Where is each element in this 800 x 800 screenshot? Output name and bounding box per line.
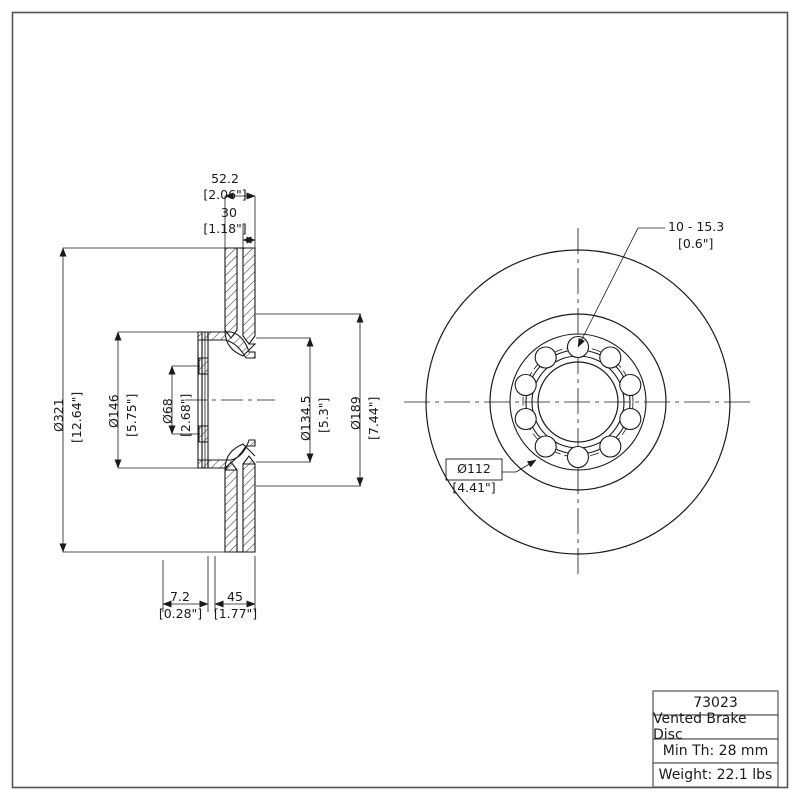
title-block-weight: Weight: 22.1 lbs: [658, 767, 773, 783]
dim-dia68-imperial: [2.68"]: [178, 393, 193, 437]
callout-bolt-holes-metric: 10 - 15.3: [668, 219, 725, 234]
sheet-border: [11, 11, 789, 789]
section-top-dimensions: [224, 192, 256, 250]
bolt-hole: [599, 346, 622, 369]
dim-top-2-metric: 30: [221, 205, 237, 220]
dim-dia189-metric: Ø189: [348, 396, 363, 430]
callout-bolt-circle-metric: Ø112: [457, 461, 491, 476]
dim-dia146-metric: Ø146: [106, 394, 121, 428]
title-block-description: Vented Brake Disc: [653, 711, 747, 743]
bolt-hole: [566, 445, 590, 469]
front-view-geometry: [404, 228, 752, 576]
dim-bottom-2-metric: 45: [227, 589, 243, 604]
title-block-part-number: 73023: [693, 695, 738, 711]
bolt-hole: [534, 346, 557, 369]
dim-dia68-metric: Ø68: [160, 398, 175, 424]
section-bottom-dimensions: [162, 556, 256, 612]
bolt-hole: [514, 373, 537, 397]
callout-bolt-holes-imperial: [0.6"]: [678, 236, 714, 251]
dim-dia321-metric: Ø321: [51, 398, 66, 432]
bolt-hole: [514, 407, 537, 431]
bolt-hole: [619, 407, 642, 431]
dim-dia321-imperial: [12.64"]: [69, 391, 84, 443]
section-vertical-dimensions: [59, 247, 364, 553]
dim-bottom-1-imperial: [0.28"]: [158, 606, 203, 621]
callout-box: [445, 458, 503, 481]
dim-top-2-imperial: [1.18"]: [203, 221, 247, 236]
dim-bottom-1-metric: 7.2: [170, 589, 190, 604]
bolt-hole: [619, 373, 642, 397]
dim-top-1-imperial: [2.06"]: [203, 187, 247, 202]
bolt-hole: [534, 435, 557, 458]
title-block-min-thickness: Min Th: 28 mm: [662, 743, 769, 759]
section-view-geometry: [185, 247, 275, 553]
dim-bottom-2-imperial: [1.77"]: [213, 606, 258, 621]
bolt-hole: [599, 435, 622, 458]
dim-dia146-imperial: [5.75"]: [124, 393, 139, 437]
callout-bolt-circle-imperial: [4.41"]: [452, 480, 496, 495]
dim-top-1-metric: 52.2: [211, 171, 239, 186]
bolt-holes: [514, 335, 642, 469]
dim-dia134-metric: Ø134.5: [298, 395, 313, 441]
dim-dia134-imperial: [5.3"]: [316, 397, 331, 433]
front-view-leaders: [445, 227, 665, 481]
dim-dia189-imperial: [7.44"]: [366, 396, 381, 440]
